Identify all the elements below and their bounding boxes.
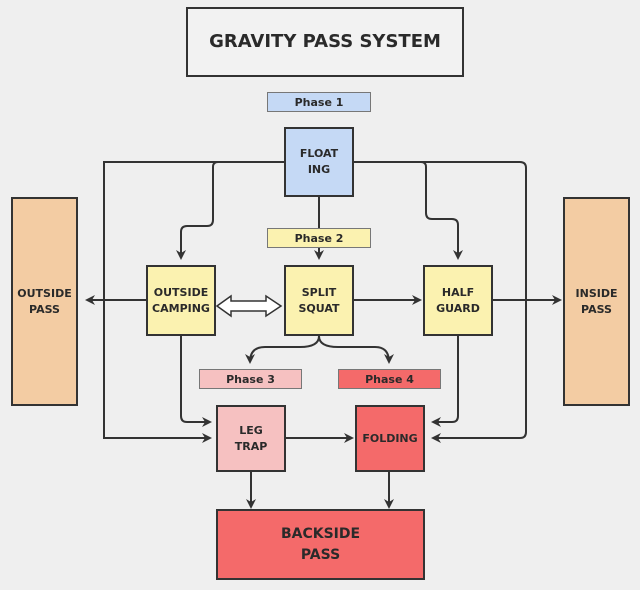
phase-3-text: Phase 3 [226, 372, 275, 386]
title-box: GRAVITY PASS SYSTEM [186, 7, 464, 77]
phase-1-text: Phase 1 [294, 95, 344, 109]
phase-4-label: Phase 4 [338, 369, 441, 389]
node-outside-camping[interactable]: OUTSIDE CAMPING [146, 265, 216, 336]
edge-floating-half-guard [353, 161, 463, 260]
node-backside-pass-label: BACKSIDE PASS [280, 526, 361, 563]
bidirectional-arrow [215, 294, 283, 318]
phase-4-text: Phase 4 [365, 372, 414, 386]
edge-split-squat-phase3 [245, 335, 320, 364]
edge-half-guard-folding [431, 336, 459, 427]
phase-2-text: Phase 2 [294, 231, 344, 245]
node-leg-trap[interactable]: LEG TRAP [216, 405, 286, 472]
node-floating-label: FLOAT ING [299, 147, 339, 176]
node-leg-trap-label: LEG TRAP [234, 423, 268, 453]
node-split-squat[interactable]: SPLIT SQUAT [284, 265, 354, 336]
phase-2-label: Phase 2 [267, 228, 371, 248]
node-half-guard[interactable]: HALF GUARD [423, 265, 493, 336]
node-split-squat-label: SPLIT SQUAT [298, 285, 340, 315]
node-inside-pass[interactable]: INSIDE PASS [563, 197, 630, 406]
edge-floating-outside-camping [176, 161, 284, 260]
node-outside-pass[interactable]: OUTSIDE PASS [11, 197, 78, 406]
edge-split-squat-phase4 [318, 335, 394, 364]
node-folding-label: FOLDING [362, 431, 418, 445]
phase-1-label: Phase 1 [267, 92, 371, 112]
diagram-title: GRAVITY PASS SYSTEM [209, 30, 441, 52]
node-outside-pass-label: OUTSIDE PASS [17, 286, 72, 316]
node-half-guard-label: HALF GUARD [436, 285, 480, 315]
phase-3-label: Phase 3 [199, 369, 302, 389]
node-outside-camping-label: OUTSIDE CAMPING [152, 285, 210, 315]
node-floating[interactable]: FLOAT ING [284, 127, 354, 197]
node-folding[interactable]: FOLDING [355, 405, 425, 472]
node-backside-pass[interactable]: BACKSIDE PASS [216, 509, 425, 580]
node-inside-pass-label: INSIDE PASS [575, 286, 618, 316]
edge-outside-camping-leg-trap [180, 336, 212, 427]
